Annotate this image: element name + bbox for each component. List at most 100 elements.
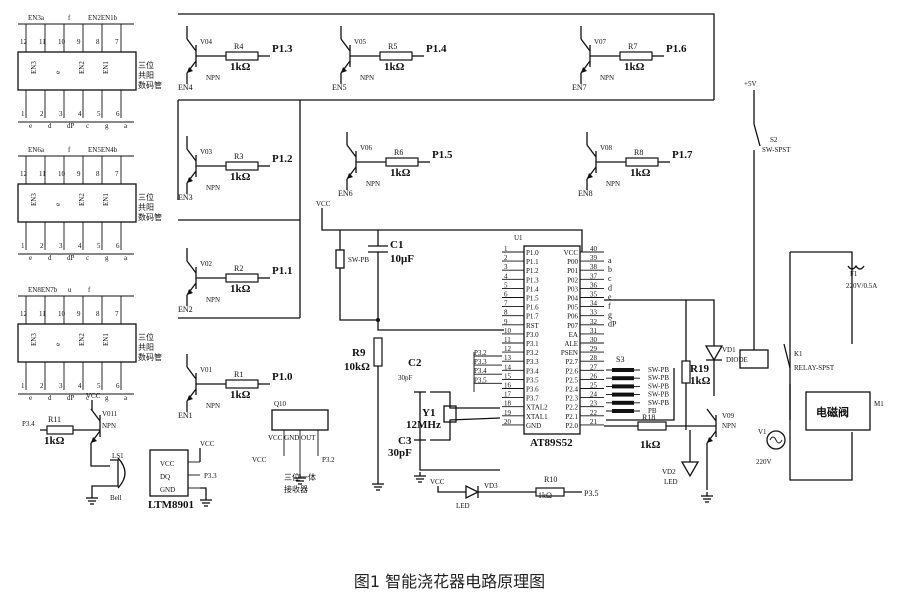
reset-button bbox=[335, 249, 345, 269]
solenoid-valve bbox=[805, 391, 871, 431]
display-top-label: EN3a bbox=[28, 14, 45, 22]
mcu-ref: U1 bbox=[514, 234, 523, 242]
solenoid-valve-ref: M1 bbox=[874, 400, 884, 408]
bus-label: f bbox=[608, 302, 611, 311]
display-description: 数码管 bbox=[138, 352, 162, 362]
relay-type: RELAY-SPST bbox=[794, 364, 835, 372]
led-vd2 bbox=[680, 461, 700, 478]
transistor-emitter-arrow bbox=[581, 67, 587, 73]
transistor-type: NPN bbox=[606, 180, 620, 188]
mcu-pin-label: P2.7 bbox=[565, 358, 578, 366]
display-pin-number: 7 bbox=[115, 170, 119, 178]
mcu-pin-number: 24 bbox=[590, 391, 598, 399]
enable-label: EN3 bbox=[178, 193, 193, 202]
relay-label: K1 bbox=[794, 350, 803, 358]
mcu-pin-number: 2 bbox=[504, 254, 508, 262]
mcu-pin-number: 35 bbox=[590, 291, 598, 299]
transistor-emitter-arrow bbox=[347, 173, 353, 179]
display-top-label: u bbox=[68, 286, 72, 294]
reset-node-wire bbox=[377, 252, 504, 331]
display-bottom-label: dP bbox=[67, 122, 75, 130]
mcu-pin-number: 34 bbox=[590, 300, 598, 308]
display-bottom-label: d bbox=[48, 122, 52, 130]
q10-pin-labels: VCC GND OUT bbox=[268, 434, 316, 442]
display-pin-number: 12 bbox=[20, 38, 28, 46]
display-pin-number: 7 bbox=[115, 38, 119, 46]
base-resistor bbox=[225, 51, 259, 61]
bus-label: b bbox=[608, 265, 612, 274]
s3-switch-label: SW-PB bbox=[648, 366, 669, 374]
resistor-value: 1kΩ bbox=[230, 171, 251, 183]
p33-label: P3.3 bbox=[204, 472, 217, 480]
port-label: P1.0 bbox=[272, 371, 293, 383]
mcu-pin-label: PSEN bbox=[561, 349, 578, 357]
mcu-pin-number: 33 bbox=[590, 309, 598, 317]
p32-label: P3.2 bbox=[322, 456, 335, 464]
v09-type: NPN bbox=[722, 422, 736, 430]
display-pin-number: 6 bbox=[116, 242, 120, 250]
mcu-pin-number: 8 bbox=[504, 309, 508, 317]
buzzer-body bbox=[110, 459, 119, 487]
display-segment-label: EN1 bbox=[102, 61, 110, 74]
display-pin-number: 5 bbox=[97, 242, 101, 250]
mcu-pin-label: P1.3 bbox=[526, 276, 539, 284]
resistor-value: 1kΩ bbox=[230, 283, 251, 295]
xtal-wire bbox=[430, 417, 501, 441]
s3-switch-label: SW-PB bbox=[648, 382, 669, 390]
display-bottom-label: dP bbox=[67, 254, 75, 262]
s2-label: S2 bbox=[770, 136, 778, 144]
vd2-label: VD2 bbox=[662, 468, 676, 476]
transistor-collector bbox=[580, 38, 591, 52]
mcu-pin-label: P1.0 bbox=[526, 249, 539, 257]
mcu-pin-number: 25 bbox=[590, 382, 598, 390]
fuse-label: F1 bbox=[850, 270, 858, 278]
crystal-body bbox=[443, 405, 457, 423]
mcu-pin-label: XTAL2 bbox=[526, 404, 548, 412]
r9-resistor bbox=[373, 337, 383, 367]
mains-loop-wire bbox=[789, 252, 853, 481]
bus-label: c bbox=[608, 274, 612, 283]
port-label: P1.7 bbox=[672, 149, 693, 161]
transistor-type: NPN bbox=[360, 74, 374, 82]
top-rail bbox=[178, 13, 715, 100]
p35-label: P3.5 bbox=[584, 489, 598, 498]
transistor-collector bbox=[586, 144, 597, 158]
c2-value: 30pF bbox=[398, 374, 413, 382]
mcu-pin-label: P07 bbox=[567, 322, 578, 330]
resistor-label: R1 bbox=[234, 370, 243, 379]
resistor-label: R4 bbox=[234, 42, 243, 51]
resistor-label: R8 bbox=[634, 148, 643, 157]
mcu-pin-number: 6 bbox=[504, 291, 508, 299]
transistor-emitter-arrow bbox=[587, 173, 593, 179]
base-resistor bbox=[225, 161, 259, 171]
transistor-emitter-arrow bbox=[187, 395, 193, 401]
transistor-collector bbox=[340, 38, 351, 52]
resistor-value: 1kΩ bbox=[384, 61, 405, 73]
mcu-pin-label: P1.6 bbox=[526, 304, 539, 312]
enable-label: EN5 bbox=[332, 83, 347, 92]
buzzer-wire bbox=[90, 443, 110, 467]
resistor-label: R3 bbox=[234, 152, 243, 161]
buzzer-horn bbox=[117, 457, 126, 489]
r19-resistor bbox=[681, 360, 691, 384]
base-resistor bbox=[225, 273, 259, 283]
vcc-wire bbox=[321, 208, 583, 252]
c3-label: C3 bbox=[398, 435, 412, 447]
mcu-pin-label: P1.1 bbox=[526, 258, 539, 266]
diode-vd1 bbox=[704, 345, 724, 362]
mcu-pin-label: P2.4 bbox=[565, 386, 578, 394]
mcu-name: AT89S52 bbox=[530, 437, 573, 449]
q10-body bbox=[271, 409, 329, 431]
display-bottom-label: g bbox=[105, 394, 109, 402]
ltm8901-pin-label: DQ bbox=[160, 473, 170, 481]
display-bottom-label: e bbox=[29, 394, 32, 402]
transistor-collector bbox=[186, 366, 197, 380]
vd2-type: LED bbox=[664, 478, 678, 486]
crystal-value: 12MHz bbox=[406, 419, 441, 431]
